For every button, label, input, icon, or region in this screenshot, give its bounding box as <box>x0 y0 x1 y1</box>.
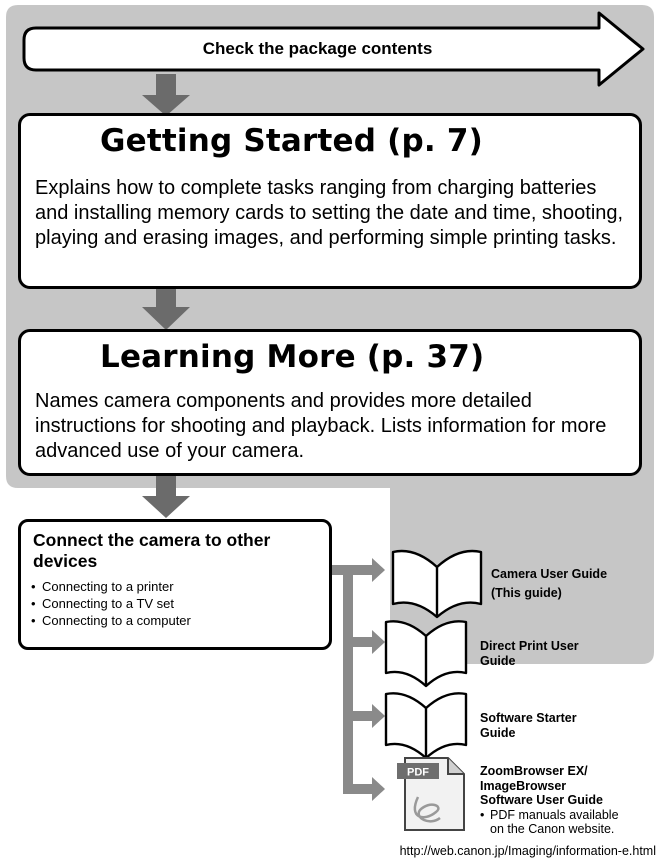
getting-started-box: Getting Started (p. 7) Explains how to c… <box>18 113 642 289</box>
pdf-label: PDF <box>407 767 429 779</box>
pdf-document-icon: PDF <box>397 757 465 831</box>
connect-devices-title: Connect the camera to other devices <box>33 530 271 571</box>
zoombrowser-line1: ZoomBrowser EX/ <box>480 764 588 778</box>
list-item: Connecting to a printer <box>31 578 191 595</box>
list-item: Connecting to a computer <box>31 612 191 629</box>
connector-lines <box>330 558 385 801</box>
book-icon <box>391 549 483 619</box>
connect-devices-list: Connecting to a printer Connecting to a … <box>31 578 191 629</box>
learning-more-description: Names camera components and provides mor… <box>35 390 607 462</box>
book-icon <box>384 692 468 760</box>
zoombrowser-note: •PDF manuals available <box>480 807 619 822</box>
down-arrow-3 <box>142 476 190 518</box>
learning-more-box: Learning More (p. 37) Names camera compo… <box>18 329 642 476</box>
direct-print-line2: Guide <box>480 653 516 668</box>
zoombrowser-note-line1: PDF manuals available <box>490 807 619 822</box>
zoombrowser-line2: ImageBrowser <box>480 778 567 793</box>
package-contents-label: Check the package contents <box>202 39 433 58</box>
book-icon <box>384 620 468 688</box>
zoombrowser-line3: Software User Guide <box>480 793 603 807</box>
canon-website-url[interactable]: http://web.canon.jp/Imaging/information-… <box>399 844 656 858</box>
list-item: Connecting to a TV set <box>31 595 191 612</box>
direct-print-line1: Direct Print User <box>480 639 579 653</box>
getting-started-description: Explains how to complete tasks ranging f… <box>35 177 624 249</box>
header-pointer-shape <box>22 11 645 87</box>
zoombrowser-note-line2: on the Canon website. <box>490 821 615 836</box>
zoombrowser-guide-label: ZoomBrowser EX/ ImageBrowser Software Us… <box>480 764 619 836</box>
camera-user-guide-line1: Camera User Guide <box>491 567 608 581</box>
camera-user-guide-line2: (This guide) <box>491 585 562 600</box>
software-starter-line1: Software Starter <box>480 711 577 725</box>
camera-user-guide-label: Camera User Guide (This guide) <box>491 567 607 600</box>
software-starter-line2: Guide <box>480 725 516 740</box>
down-arrow-2 <box>142 288 190 330</box>
down-arrow-1 <box>142 74 190 116</box>
learning-more-title: Learning More (p. 37) <box>100 339 485 375</box>
connect-devices-box: Connect the camera to other devices Conn… <box>18 519 332 650</box>
getting-started-title: Getting Started (p. 7) <box>100 123 484 159</box>
software-starter-guide-label: Software Starter Guide <box>480 711 577 740</box>
direct-print-guide-label: Direct Print User Guide <box>480 639 579 668</box>
